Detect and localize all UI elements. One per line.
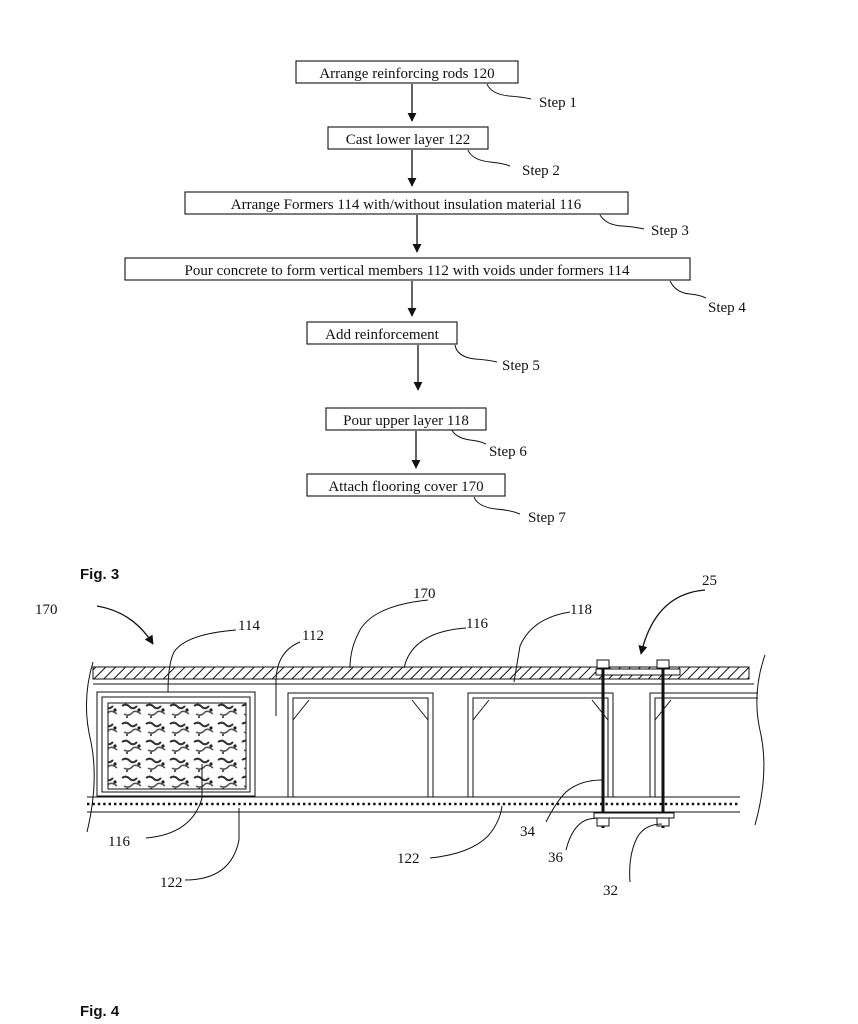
leader-170b [349,599,429,669]
step-text-2: Cast lower layer 122 [346,132,471,148]
step-box-3: Arrange Formers 114 with/without insulat… [184,191,629,215]
step-label-7: Step 7 [528,510,566,526]
step-text-4: Pour concrete to form vertical members 1… [184,263,630,279]
leader-122b [429,805,503,859]
ref-122b: 122 [397,851,420,867]
step-text-3: Arrange Formers 114 with/without insulat… [231,197,582,213]
step-box-2: Cast lower layer 122 [327,126,489,150]
leader-116a [403,627,467,669]
nut [656,817,670,827]
step-label-3: Step 3 [651,223,689,239]
top-plate [595,668,681,676]
nut [596,817,610,827]
ref-170: 170 [35,602,58,618]
bottom-plate-36 [593,812,675,819]
leader-34 [545,779,603,823]
leader-32 [629,823,663,883]
step-leader-6 [451,429,487,445]
step-text-1: Arrange reinforcing rods 120 [319,66,494,82]
former-114 [96,691,256,797]
ref-118: 118 [570,602,592,618]
ref-116a: 116 [466,616,488,632]
floor-section: 170 114 112 170 116 118 25 116 122 122 3… [35,573,766,1020]
void-2 [287,692,434,798]
leader-118 [513,611,571,683]
step-label-2: Step 2 [522,163,560,179]
step-box-1: Arrange reinforcing rods 120 [295,60,519,84]
void-1 [96,691,256,797]
arrow-25 [638,589,706,655]
nut [596,659,610,669]
ref-36: 36 [548,850,564,866]
step-box-5: Add reinforcement [306,321,458,345]
flowchart: Arrange reinforcing rods 120 Cast lower … [80,60,746,583]
right-break-line [754,654,766,826]
step-leader-2 [467,149,511,167]
step-label-6: Step 6 [489,444,527,460]
nut [656,659,670,669]
leader-116b [145,764,203,839]
ref-34: 34 [520,824,536,840]
leader-122a [184,808,240,881]
step-label-1: Step 1 [539,95,577,111]
connector-25 [593,659,681,828]
ref-170b: 170 [413,586,436,602]
step-label-5: Step 5 [502,358,540,374]
leader-36 [565,817,601,851]
step-label-4: Step 4 [708,300,746,316]
fig3-caption: Fig. 3 [80,566,119,583]
step-leader-3 [599,214,645,230]
insulation-116 [107,702,247,790]
step-text-6: Pour upper layer 118 [343,413,469,429]
step-leader-1 [486,83,532,100]
step-box-6: Pour upper layer 118 [325,407,487,431]
former [467,692,614,798]
ref-112: 112 [302,628,324,644]
step-box-7: Attach flooring cover 170 [306,473,506,497]
step-text-7: Attach flooring cover 170 [328,479,483,495]
void-4 [649,692,758,797]
step-leader-4 [669,280,707,299]
ref-114: 114 [238,618,260,634]
ref-122a: 122 [160,875,183,891]
flooring-cover-170 [92,666,750,680]
leader-114 [167,629,237,693]
left-break-line [86,661,95,833]
former [287,692,434,798]
arrow-170 [96,605,154,645]
step-text-5: Add reinforcement [325,327,440,343]
step-box-4: Pour concrete to form vertical members 1… [124,257,691,281]
ref-32: 32 [603,883,618,899]
step-leader-7 [473,496,521,515]
step-leader-5 [454,344,498,363]
ref-116b: 116 [108,834,130,850]
ref-25: 25 [702,573,717,589]
leader-112 [275,641,301,716]
fig4-caption: Fig. 4 [80,1003,120,1020]
void-3 [467,692,614,798]
